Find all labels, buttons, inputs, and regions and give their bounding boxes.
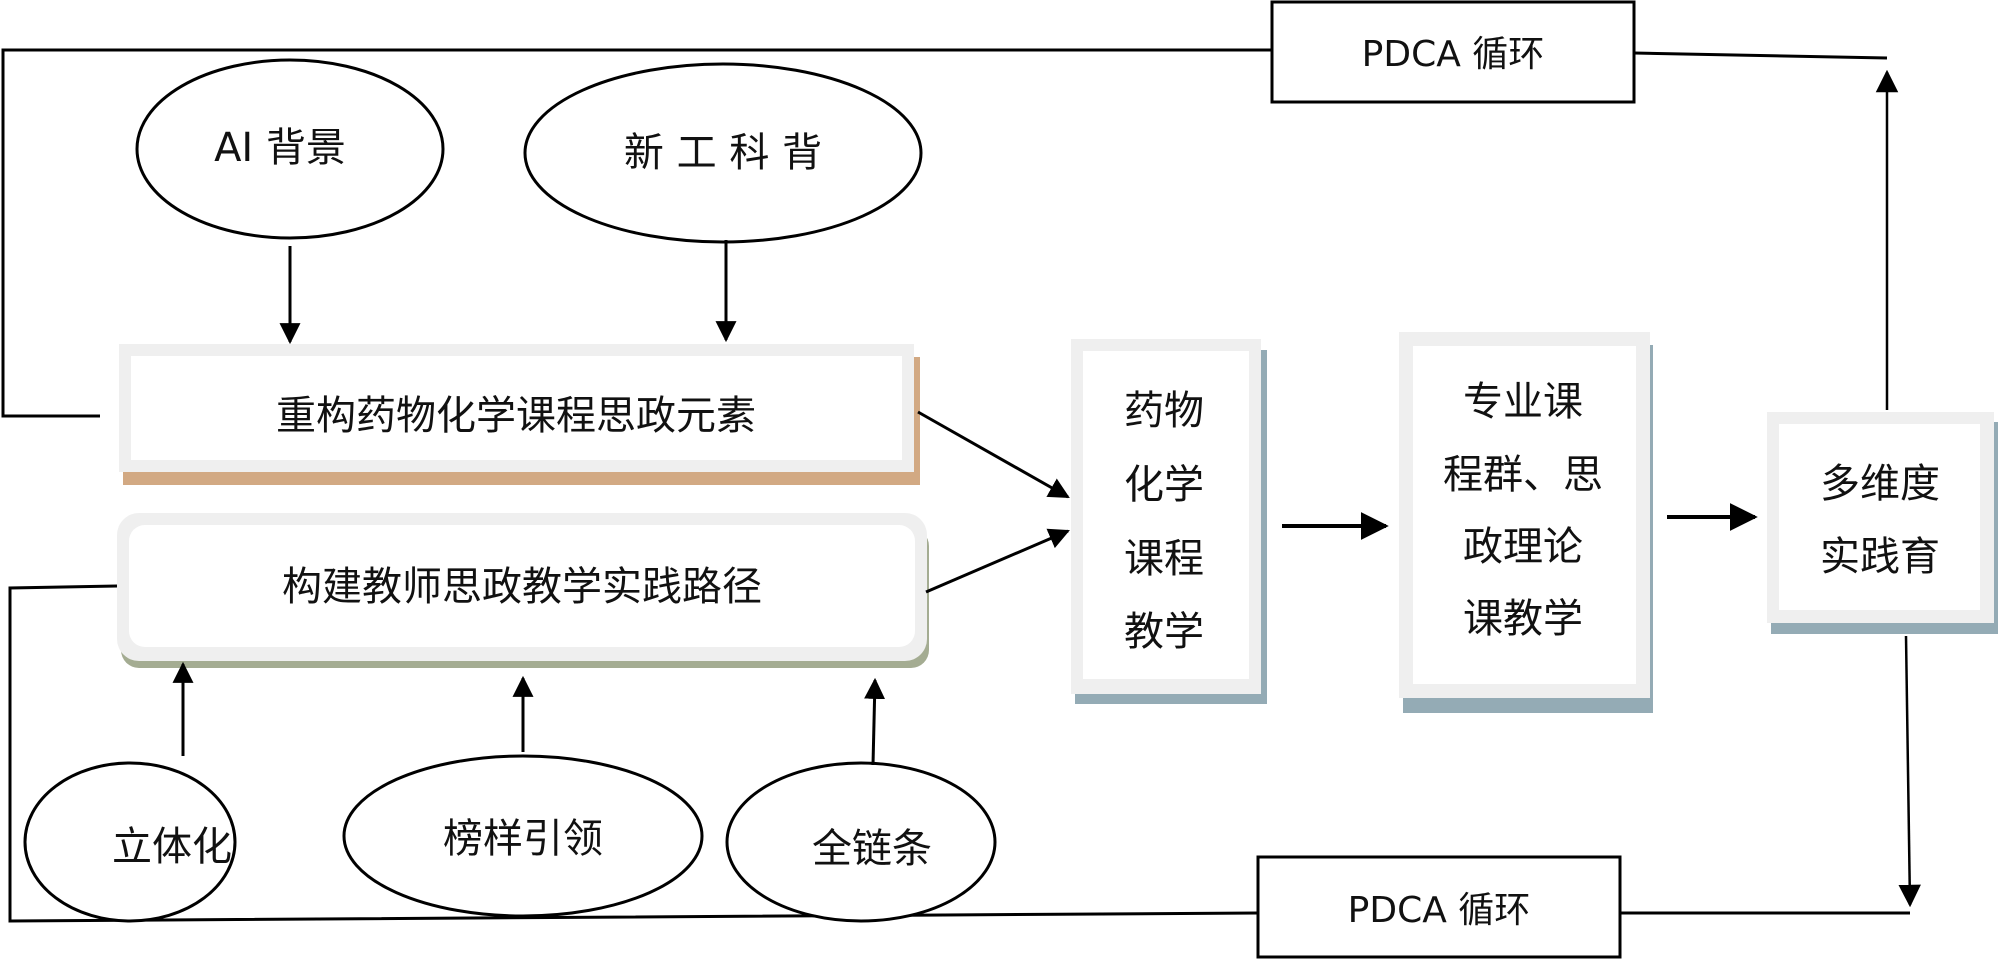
box-reconstruct-elements: 重构药物化学课程思政元素: [119, 344, 920, 485]
input-full-chain: 全链条: [725, 761, 997, 923]
reconstruct-elements-label: 重构药物化学课程思政元素: [276, 393, 756, 439]
input-three-dimensional: 立体化: [23, 761, 237, 923]
arrow-path-to-teaching: [925, 528, 1070, 594]
pdca-cycle-top: PDCA 循环: [1270, 0, 1636, 104]
new-engineering-label: 新 工 科 背: [624, 130, 822, 176]
loop-line-bottom-left: [8, 584, 1259, 923]
role-model-leading-label: 榜样引领: [443, 816, 603, 862]
course-group-line-3: 政理论: [1463, 524, 1583, 570]
box-build-practice-path: 构建教师思政教学实践路径: [117, 513, 929, 668]
arrow-down-to-bottom-loop: [1898, 635, 1921, 908]
arrow-full-chain-to-path: [864, 677, 886, 766]
full-chain-label: 全链条: [812, 826, 932, 872]
teaching-line-1: 药物: [1124, 388, 1204, 434]
practice-line-2: 实践育: [1820, 534, 1940, 580]
course-group-line-4: 课教学: [1463, 596, 1583, 642]
course-group-line-2: 程群、思: [1443, 452, 1603, 498]
three-dimensional-label: 立体化: [112, 824, 232, 870]
course-group-line-1: 专业课: [1463, 379, 1583, 425]
teaching-line-3: 课程: [1124, 536, 1204, 582]
pdca-cycle-bottom: PDCA 循环: [1256, 855, 1622, 959]
pdca-bottom-label: PDCA 循环: [1348, 890, 1531, 931]
build-practice-path-label: 构建教师思政教学实践路径: [282, 564, 762, 610]
input-role-model-leading: 榜样引领: [342, 754, 704, 918]
teaching-line-2: 化学: [1124, 462, 1204, 508]
box-medicinal-chemistry-teaching: 药物 化学 课程 教学: [1071, 339, 1267, 704]
box-multidimensional-practice: 多维度 实践育: [1767, 412, 1998, 634]
loop-line-top-right: [1633, 51, 1888, 60]
input-ai-background: AI 背景: [135, 58, 445, 240]
feedback-loop-bottom: [8, 584, 1921, 923]
feedback-loop-top: [1, 48, 1899, 418]
arrow-reconstruct-to-teaching: [917, 410, 1070, 499]
loop-line-top-left: [1, 48, 1272, 418]
box-professional-course-group: 专业课 程群、思 政理论 课教学: [1399, 332, 1653, 713]
input-new-engineering-background: 新 工 科 背: [523, 62, 923, 244]
teaching-line-4: 教学: [1124, 609, 1204, 655]
ai-background-label: AI 背景: [214, 125, 346, 171]
practice-line-1: 多维度: [1820, 461, 1940, 507]
pdca-top-label: PDCA 循环: [1362, 34, 1545, 75]
